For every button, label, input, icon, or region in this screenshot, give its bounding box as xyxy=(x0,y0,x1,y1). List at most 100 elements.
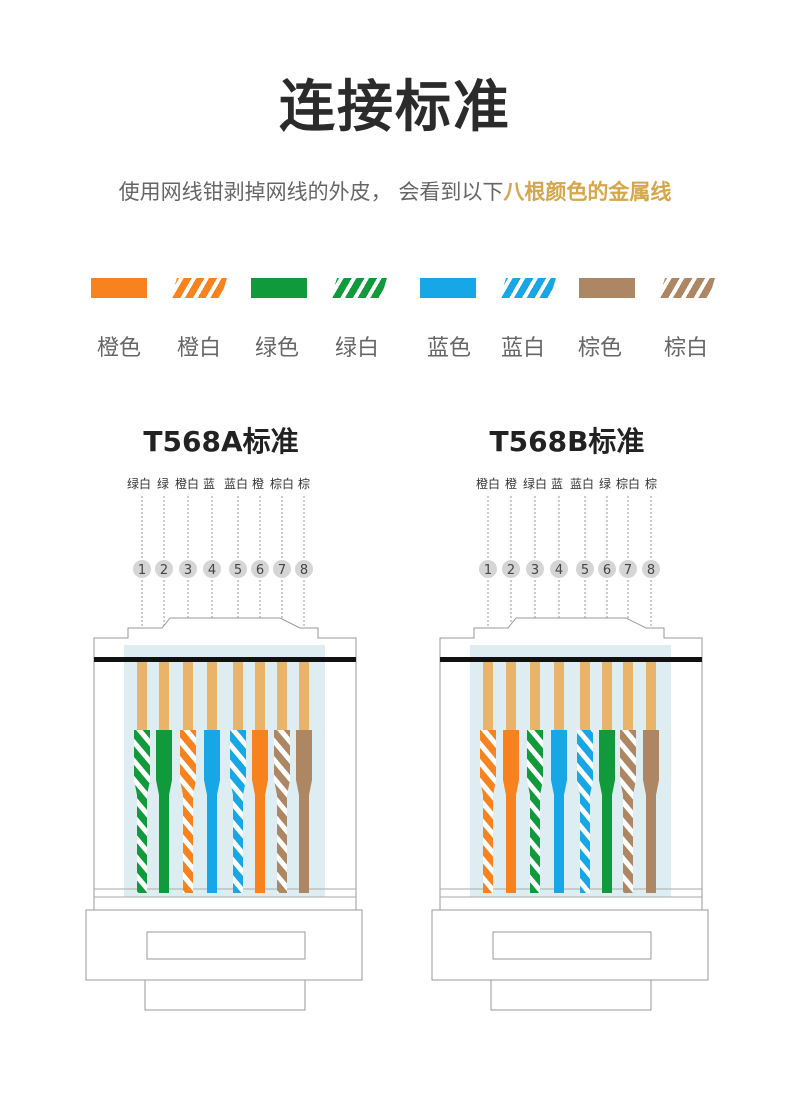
copper-core-4 xyxy=(207,662,217,730)
wire-2 xyxy=(156,730,172,893)
wire-6 xyxy=(599,730,615,893)
boot-tail xyxy=(144,979,306,1011)
swatch-label-6: 蓝白 xyxy=(500,336,545,361)
subtitle-text: 使用网线钳剥掉网线的外皮， 会看到以下 xyxy=(118,180,504,204)
pin-number-4: 4 xyxy=(208,563,216,578)
wire-label-7: 棕白 xyxy=(616,476,640,491)
swatch-5 xyxy=(420,278,476,298)
wire-3 xyxy=(180,730,196,893)
page-subtitle: 使用网线钳剥掉网线的外皮， 会看到以下八根颜色的金属线 xyxy=(0,176,790,206)
pin-circle-5 xyxy=(576,560,594,578)
pin-circle-7 xyxy=(619,560,637,578)
pin-number-7: 7 xyxy=(624,563,632,578)
pin-circle-1 xyxy=(479,560,497,578)
swatch-label-1: 橙色 xyxy=(96,336,141,361)
wire-5 xyxy=(230,730,246,893)
wire-label-2: 橙 xyxy=(505,476,517,491)
pin-circle-8 xyxy=(642,560,660,578)
wire-4 xyxy=(551,730,567,893)
swatch-4 xyxy=(331,278,387,298)
copper-core-1 xyxy=(137,662,147,730)
wire-label-1: 橙白 xyxy=(476,476,500,491)
wire-label-3: 绿白 xyxy=(523,476,547,491)
wire-label-7: 棕白 xyxy=(270,476,294,491)
wire-7 xyxy=(620,730,636,893)
standard-title-b: T568B标准 xyxy=(489,425,645,458)
swatch-label-4: 绿白 xyxy=(334,336,379,361)
wire-8 xyxy=(643,730,659,893)
boot-window xyxy=(146,931,306,960)
boot-window xyxy=(492,931,652,960)
copper-core-5 xyxy=(233,662,243,730)
copper-core-1 xyxy=(483,662,493,730)
wire-1 xyxy=(480,730,496,893)
pin-number-4: 4 xyxy=(555,563,563,578)
pin-circle-2 xyxy=(502,560,520,578)
copper-core-8 xyxy=(646,662,656,730)
wire-label-6: 绿 xyxy=(599,476,611,491)
pin-number-1: 1 xyxy=(138,563,146,578)
inner-panel xyxy=(470,645,671,897)
wire-label-4: 蓝 xyxy=(551,477,563,491)
contact-bar xyxy=(94,657,356,662)
copper-core-7 xyxy=(277,662,287,730)
copper-core-7 xyxy=(623,662,633,730)
pin-number-6: 6 xyxy=(256,563,264,578)
wire-8 xyxy=(296,730,312,893)
pin-circle-8 xyxy=(295,560,313,578)
copper-core-3 xyxy=(530,662,540,730)
pin-number-3: 3 xyxy=(531,563,539,578)
pin-circle-7 xyxy=(273,560,291,578)
pin-circle-4 xyxy=(550,560,568,578)
wire-label-1: 绿白 xyxy=(127,476,151,491)
copper-core-5 xyxy=(580,662,590,730)
subtitle-highlight: 八根颜色的金属线 xyxy=(503,180,672,204)
wire-label-3: 橙白 xyxy=(175,476,199,491)
pin-number-5: 5 xyxy=(234,563,242,578)
pin-circle-6 xyxy=(598,560,616,578)
pin-circle-3 xyxy=(526,560,544,578)
wire-label-2: 绿 xyxy=(157,476,169,491)
wire-5 xyxy=(577,730,593,893)
wire-label-5: 蓝白 xyxy=(224,476,248,491)
pin-number-3: 3 xyxy=(184,563,192,578)
swatch-7 xyxy=(579,278,635,298)
swatch-label-7: 棕色 xyxy=(577,336,622,361)
swatch-label-3: 绿色 xyxy=(254,336,299,361)
swatch-8 xyxy=(659,278,715,298)
standard-title-a: T568A标准 xyxy=(143,425,299,458)
copper-core-4 xyxy=(554,662,564,730)
pin-number-5: 5 xyxy=(581,563,589,578)
wire-4 xyxy=(204,730,220,893)
wire-label-8: 棕 xyxy=(645,476,657,491)
wire-label-6: 橙 xyxy=(252,476,264,491)
pin-circle-6 xyxy=(251,560,269,578)
page-title: 连接标准 xyxy=(279,75,511,140)
swatch-6 xyxy=(500,278,556,298)
contact-bar xyxy=(440,657,702,662)
pin-number-1: 1 xyxy=(484,563,492,578)
copper-core-8 xyxy=(299,662,309,730)
pin-circle-2 xyxy=(155,560,173,578)
wire-1 xyxy=(134,730,150,893)
pin-circle-4 xyxy=(203,560,221,578)
swatch-label-2: 橙白 xyxy=(176,336,221,361)
copper-core-3 xyxy=(183,662,193,730)
pin-number-7: 7 xyxy=(278,563,286,578)
pin-circle-5 xyxy=(229,560,247,578)
pin-number-2: 2 xyxy=(160,563,168,578)
wire-label-4: 蓝 xyxy=(203,477,215,491)
wire-6 xyxy=(252,730,268,893)
swatch-label-5: 蓝色 xyxy=(426,336,471,361)
copper-core-6 xyxy=(602,662,612,730)
swatch-2 xyxy=(171,278,227,298)
pin-number-6: 6 xyxy=(603,563,611,578)
swatch-label-8: 棕白 xyxy=(663,336,708,361)
boot-tail xyxy=(490,979,652,1011)
copper-core-6 xyxy=(255,662,265,730)
wire-label-8: 棕 xyxy=(298,476,310,491)
wire-3 xyxy=(527,730,543,893)
